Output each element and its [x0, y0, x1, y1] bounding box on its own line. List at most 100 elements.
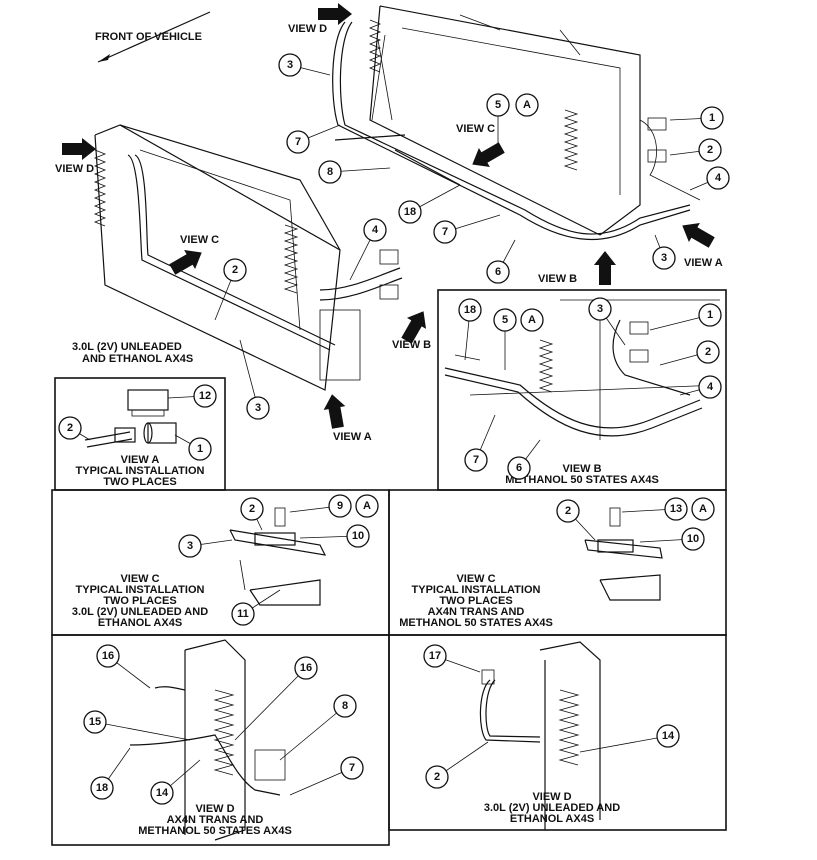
callout-number: A — [528, 314, 536, 326]
view-d-right-panel — [388, 634, 727, 831]
callout-circle — [425, 765, 449, 789]
callout-circle — [193, 384, 217, 408]
view-arrows: VIEW D VIEW D VIEW C VIEW C VIEW B VIEW … — [55, 3, 723, 443]
callout-circle — [433, 220, 457, 244]
view-c-left-line4: 3.0L (2V) UNLEADED AND — [72, 606, 208, 618]
callout-number: 14 — [662, 730, 675, 742]
callout-leader — [94, 721, 191, 741]
callout-number: 12 — [199, 390, 211, 402]
callout-number: 3 — [287, 59, 293, 71]
callout-circle — [328, 494, 352, 518]
callout-circle — [458, 298, 482, 322]
callout-leader — [279, 705, 346, 761]
radiator-drawing-top — [332, 5, 701, 241]
callout-circle — [231, 602, 255, 626]
callout-number: 2 — [434, 771, 440, 783]
callout-number: 6 — [516, 462, 522, 474]
callout-circle — [486, 93, 510, 117]
callout-circle — [423, 644, 447, 668]
callout-number: A — [523, 99, 531, 111]
callout-number: A — [699, 503, 707, 515]
view-d-right-title: VIEW D — [532, 791, 571, 803]
view-d-left-label: VIEW D — [55, 163, 94, 175]
callout-circle — [681, 527, 705, 551]
callout-number: 7 — [442, 226, 448, 238]
callout-circle — [83, 710, 107, 734]
view-c-top-label: VIEW C — [456, 123, 495, 135]
captions: 3.0L (2V) UNLEADED AND ETHANOL AX4S VIEW… — [72, 341, 659, 837]
callout-number: 15 — [89, 716, 101, 728]
callout-circle — [178, 534, 202, 558]
view-c-left-detail — [229, 507, 327, 606]
view-a-detail — [84, 389, 177, 448]
callout-circle — [278, 53, 302, 77]
view-b-label: VIEW B — [538, 273, 577, 285]
callout-circle — [333, 694, 357, 718]
callout-number: 16 — [300, 662, 312, 674]
callout-number: 5 — [502, 314, 508, 326]
callout-number: 11 — [237, 608, 249, 620]
callout-number: 18 — [464, 304, 476, 316]
callout-number: 16 — [102, 650, 114, 662]
callout-number: 1 — [707, 309, 713, 321]
view-c-top-arrow — [472, 142, 505, 168]
callout-leader — [579, 735, 669, 753]
view-d-left-line3: METHANOL 50 STATES AX4S — [138, 825, 292, 837]
callout-number: 18 — [404, 206, 416, 218]
callout-circle — [90, 776, 114, 800]
callout-number: 10 — [687, 533, 699, 545]
panel-borders — [51, 289, 727, 846]
view-a-line3: TWO PLACES — [103, 476, 176, 488]
callout-number: 2 — [232, 264, 238, 276]
front-of-vehicle-label: FRONT OF VEHICLE — [95, 31, 202, 43]
view-a-right-label: VIEW A — [684, 257, 723, 269]
view-d-top-arrow — [318, 3, 352, 25]
view-c-right-line2: TYPICAL INSTALLATION — [412, 584, 541, 596]
callout-circle — [656, 724, 680, 748]
callout-circle — [700, 106, 724, 130]
callout-number: 8 — [342, 700, 348, 712]
callout-circle — [486, 260, 510, 284]
callout-number: 8 — [327, 166, 333, 178]
view-c-left-line3: TWO PLACES — [103, 595, 176, 607]
callout-circle — [286, 130, 310, 154]
view-d-right-line3: ETHANOL AX4S — [510, 813, 594, 825]
callout-leader — [239, 339, 259, 409]
callout-number: 7 — [349, 762, 355, 774]
callout-number: 2 — [249, 503, 255, 515]
view-a-bottom-label: VIEW A — [333, 431, 372, 443]
callout-number: 7 — [473, 454, 479, 466]
callout-circle — [240, 497, 264, 521]
view-c-right-line3: TWO PLACES — [439, 595, 512, 607]
view-b-line2: METHANOL 50 STATES AX4S — [505, 474, 659, 486]
callout-number: 4 — [707, 381, 714, 393]
callout-circle — [223, 258, 247, 282]
callout-circle — [664, 497, 688, 521]
callout-circle — [363, 218, 387, 242]
callout-number: 2 — [707, 144, 713, 156]
view-c-right-line4: AX4N TRANS AND — [428, 606, 525, 618]
callout-circle — [96, 644, 120, 668]
callout-circle — [698, 303, 722, 327]
callout-circle — [515, 93, 539, 117]
callout-number: 17 — [429, 650, 441, 662]
view-c-left-line5: ETHANOL AX4S — [98, 617, 182, 629]
callout-circle — [464, 448, 488, 472]
callout-circle — [556, 499, 580, 523]
front-of-vehicle-indicator: FRONT OF VEHICLE — [95, 11, 211, 63]
callout-circle — [294, 656, 318, 680]
callout-circle — [507, 456, 531, 480]
view-b-mid-label: VIEW B — [392, 339, 431, 351]
callout-number: 5 — [495, 99, 501, 111]
callout-number: 3 — [661, 252, 667, 264]
callout-circle — [340, 756, 364, 780]
callout-number: 7 — [295, 136, 301, 148]
callout-number: 3 — [597, 303, 603, 315]
view-d-left-arrow — [62, 138, 96, 160]
view-c-left-title: VIEW C — [120, 573, 159, 585]
view-c-right-line5: METHANOL 50 STATES AX4S — [399, 617, 553, 629]
view-d-right-line2: 3.0L (2V) UNLEADED AND — [484, 802, 620, 814]
view-a-title: VIEW A — [121, 454, 160, 466]
callout-circle — [58, 416, 82, 440]
callout-number: 1 — [197, 443, 203, 455]
